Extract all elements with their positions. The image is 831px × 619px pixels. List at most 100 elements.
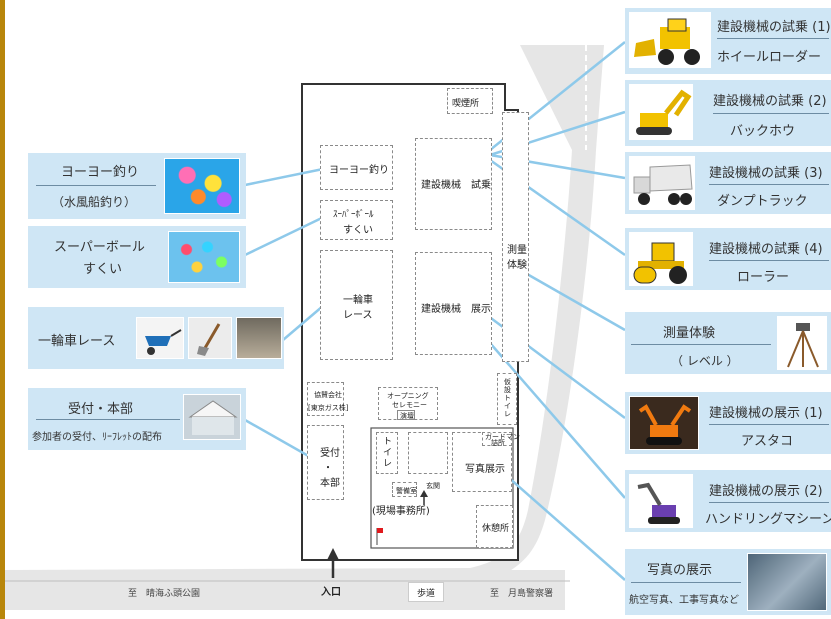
handling-machine-photo	[629, 474, 693, 528]
callout-survey: 測量体験 （ レベル ）	[625, 312, 831, 374]
entrance-label: 玄関	[426, 482, 440, 490]
wheel-loader-photo	[629, 12, 711, 68]
callout-survey-sub: （ レベル ）	[671, 354, 739, 368]
callout-reception: 受付・本部 参加者の受付、ﾘｰﾌﾚｯﾄの配布	[28, 388, 246, 450]
toilet-label: トイレ	[383, 437, 393, 469]
reception-zone-label-3: 本部	[320, 478, 340, 489]
reception-zone-label-2: ・	[323, 463, 333, 474]
reception-zone-label-1: 受付	[320, 448, 340, 459]
callout-exhibit-2-title: 建設機械の展示 (2)	[709, 484, 823, 499]
wheelbarrow-zone-label-2: レース	[343, 310, 373, 321]
callout-trial-4: 建設機械の試乗 (4) ローラー	[625, 228, 831, 290]
road-east-label: 至 月島警察署	[490, 589, 554, 599]
rest-area: 休憩所	[476, 505, 513, 548]
exhibit-zone: 建設機械 展示	[415, 252, 492, 355]
level-tripod-photo	[777, 316, 827, 370]
guard-booth-label-1: ガードマン	[485, 433, 520, 441]
callout-trial-3-title: 建設機械の試乗 (3)	[709, 166, 823, 181]
entrance-arrow	[327, 548, 339, 560]
callout-trial-4-sub: ローラー	[737, 270, 790, 285]
wheelbarrow-zone: 一輪車 レース	[320, 250, 393, 360]
superball-zone-label-1: ｽｰﾊﾟｰﾎﾞｰﾙ	[333, 210, 374, 220]
callout-trial-4-title: 建設機械の試乗 (4)	[709, 242, 823, 257]
office-room	[408, 432, 448, 474]
callout-trial-1-sub: ホイールローダー	[717, 50, 822, 65]
photo-exhibit-label: 写真展示	[465, 464, 505, 475]
callout-yoyo: ヨーヨー釣り （水風船釣り）	[28, 153, 246, 219]
temp-toilet: 仮設トイレ	[497, 373, 517, 425]
super-balls-photo	[168, 231, 240, 283]
sidewalk-label: 歩道	[417, 589, 436, 599]
site-office-label: (現場事務所)	[372, 506, 430, 517]
survey-zone-label-1: 測量	[507, 245, 527, 256]
exhibit-zone-label: 建設機械 展示	[421, 304, 491, 315]
callout-yoyo-sub: （水風船釣り）	[52, 195, 137, 209]
smoking-area-label: 喫煙所	[452, 99, 480, 109]
callout-survey-title: 測量体験	[663, 326, 716, 341]
superball-zone-label-2: すくい	[343, 225, 373, 236]
sand-pile-photo	[236, 317, 282, 359]
callout-photos: 写真の展示 航空写真、工事写真など	[625, 549, 831, 615]
callout-superball-sub: すくい	[83, 262, 123, 277]
gas-sponsor-label-2: [東京ガス株]	[308, 404, 349, 412]
survey-zone: 測量 体験	[502, 112, 529, 362]
callout-yoyo-title: ヨーヨー釣り	[61, 165, 140, 180]
toilet: トイレ	[376, 432, 398, 474]
callout-wheelbarrow: 一輪車レース	[28, 307, 284, 369]
callout-exhibit-1: 建設機械の展示 (1) アスタコ	[625, 392, 831, 454]
callout-trial-1-title: 建設機械の試乗 (1)	[717, 20, 831, 35]
survey-zone-label-2: 体験	[507, 260, 527, 271]
callout-photos-title: 写真の展示	[647, 563, 713, 578]
temp-toilet-label: 仮設トイレ	[504, 378, 511, 418]
gas-sponsor-label-1: 協賛会社	[314, 391, 342, 399]
guard-booth-label-2: 詰所	[491, 439, 505, 447]
smoking-area: 喫煙所	[447, 88, 493, 114]
left-accent-bar	[0, 0, 5, 619]
flag-marker	[377, 528, 383, 533]
roller-photo	[629, 232, 693, 286]
aerial-photo	[747, 553, 827, 611]
shovel-photo	[188, 317, 232, 359]
rest-area-label: 休憩所	[482, 524, 510, 534]
callout-trial-3-sub: ダンプトラック	[717, 194, 808, 209]
callout-photos-sub: 航空写真、工事写真など	[629, 595, 739, 606]
gate-label: 入口	[321, 587, 341, 598]
callout-superball: スーパーボール すくい	[28, 226, 246, 288]
tent-photo	[183, 394, 241, 440]
wheelbarrow-zone-label-1: 一輪車	[343, 295, 373, 306]
street	[5, 570, 565, 610]
callout-exhibit-1-sub: アスタコ	[741, 434, 794, 449]
yoyo-zone: ヨーヨー釣り	[320, 145, 393, 190]
trial-ride-zone-label: 建設機械 試乗	[421, 180, 491, 191]
yoyo-zone-label: ヨーヨー釣り	[329, 165, 389, 176]
callout-wheelbarrow-title: 一輪車レース	[38, 334, 116, 349]
wheelbarrow-photo-1	[136, 317, 184, 359]
dump-truck-photo	[629, 156, 695, 210]
reception-zone: 受付 ・ 本部	[307, 425, 344, 500]
backhoe-photo	[629, 84, 693, 140]
water-balloons-photo	[164, 158, 240, 214]
callout-exhibit-2: 建設機械の展示 (2) ハンドリングマシーン	[625, 470, 831, 532]
callout-reception-sub: 参加者の受付、ﾘｰﾌﾚｯﾄの配布	[32, 432, 162, 443]
callout-exhibit-1-title: 建設機械の展示 (1)	[709, 406, 823, 421]
superball-zone: ｽｰﾊﾟｰﾎﾞｰﾙ すくい	[320, 200, 393, 240]
road-west-label: 至 晴海ふ頭公園	[128, 589, 201, 599]
podium-label: 演壇	[400, 412, 414, 420]
ceremony-label-1: オープニング	[387, 392, 429, 400]
guard-room-label: 警備室	[396, 487, 417, 495]
gas-sponsor-booth: 協賛会社 [東京ガス株]	[307, 382, 348, 416]
sidewalk-sign: 歩道	[408, 582, 444, 602]
callout-superball-title: スーパーボール	[54, 240, 145, 255]
callout-reception-title: 受付・本部	[68, 402, 134, 417]
callout-trial-2: 建設機械の試乗 (2) バックホウ	[625, 80, 831, 146]
callout-trial-1: 建設機械の試乗 (1) ホイールローダー	[625, 8, 831, 74]
callout-trial-2-title: 建設機械の試乗 (2)	[713, 94, 827, 109]
podium: 演壇	[397, 410, 415, 420]
callout-trial-3: 建設機械の試乗 (3) ダンプトラック	[625, 152, 831, 214]
guard-booth: ガードマン 詰所	[482, 432, 520, 447]
trial-ride-zone: 建設機械 試乗	[415, 138, 492, 230]
guard-room: 警備室	[392, 482, 417, 497]
callout-trial-2-sub: バックホウ	[730, 124, 796, 139]
ceremony-label-2: セレモニー	[392, 401, 427, 409]
astaco-photo	[629, 396, 699, 450]
